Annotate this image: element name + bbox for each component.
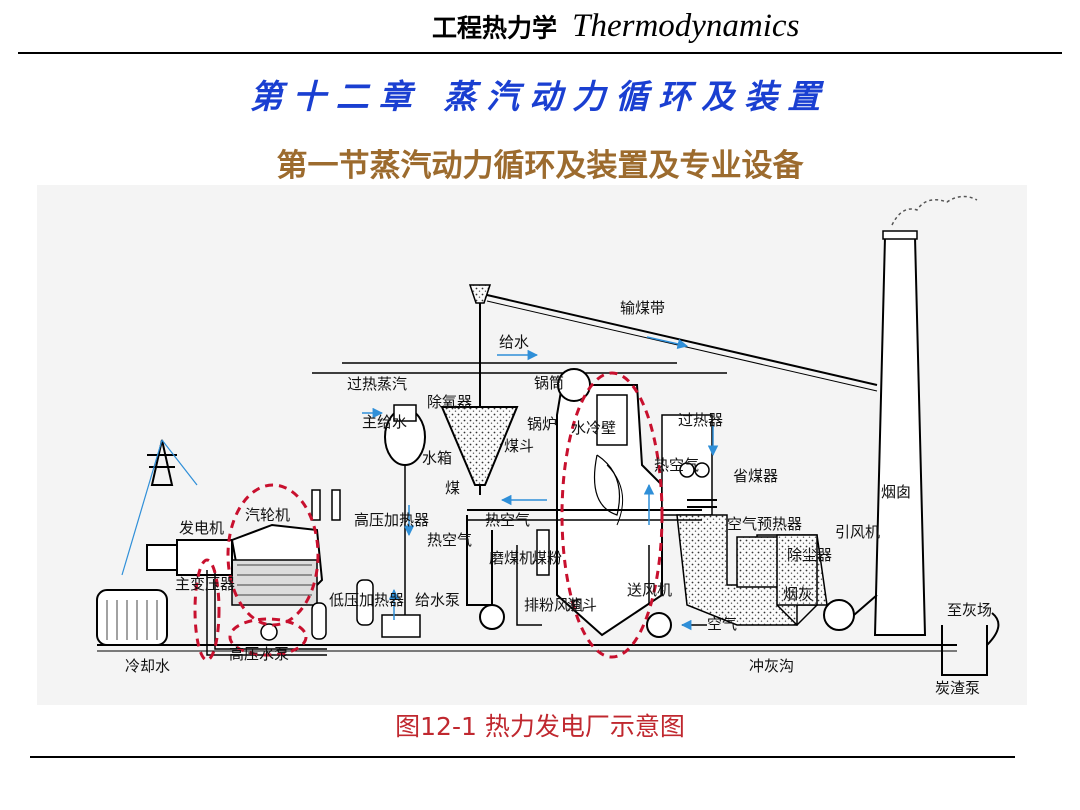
course-name-cn: 工程热力学	[432, 13, 558, 43]
label-main-transformer: 主变压器	[175, 575, 235, 593]
label-drum: 锅筒	[534, 374, 564, 392]
label-hot-air-left: 热空气	[427, 531, 472, 549]
label-air-preheater: 空气预热器	[727, 515, 802, 533]
label-superheater: 过热器	[678, 411, 723, 429]
label-feed-pump: 给水泵	[415, 591, 460, 609]
label-boiler: 锅炉	[527, 415, 557, 433]
bottom-divider	[30, 756, 1015, 758]
power-plant-diagram: 输煤带 给水 过热蒸汽 锅筒 除氧器 水箱 主给水 锅炉 煤斗 煤 水冷壁 过热…	[37, 185, 1027, 705]
label-dust-collector: 除尘器	[787, 546, 832, 564]
section-title: 第一节蒸汽动力循环及装置及专业设备	[276, 148, 804, 184]
label-hp-heater: 高压加热器	[354, 511, 429, 529]
label-coal: 煤	[445, 479, 460, 497]
label-forced-fan: 送风机	[627, 581, 672, 599]
label-generator: 发电机	[179, 519, 224, 537]
label-coal-hopper: 煤斗	[504, 437, 534, 455]
label-economizer: 省煤器	[733, 467, 778, 485]
label-hot-air: 热空气	[485, 511, 530, 529]
label-chimney: 烟囱	[881, 483, 911, 501]
label-hot-air-vertical: 热空气	[654, 456, 699, 474]
label-air: 空气	[707, 615, 737, 633]
label-turbine: 汽轮机	[245, 506, 290, 524]
label-fly-ash: 烟灰	[783, 585, 813, 603]
label-exhaust-fan: 排粉风机	[524, 596, 584, 614]
label-slag-hopper: 渣斗	[567, 596, 597, 614]
label-superheated-steam: 过热蒸汽	[347, 375, 407, 393]
course-header: 工程热力学 Thermodynamics	[432, 8, 872, 52]
label-ash-trench: 冲灰沟	[749, 657, 794, 675]
label-coal-mill: 磨煤机	[489, 549, 534, 567]
label-lp-heater: 低压加热器	[329, 591, 404, 609]
label-deaerator: 除氧器	[427, 393, 472, 411]
label-water-tank: 水箱	[422, 449, 452, 467]
label-cooling-water: 冷却水	[125, 657, 170, 675]
label-hp-pump: 高压水泵	[229, 645, 289, 663]
label-to-ash-yard: 至灰场	[947, 601, 992, 619]
label-pulverized-coal: 煤粉	[532, 549, 562, 567]
chapter-title: 第十二章 蒸汽动力循环及装置	[249, 77, 831, 116]
label-main-feed-water: 主给水	[362, 413, 407, 431]
label-coal-belt: 输煤带	[620, 299, 665, 317]
course-name-en: Thermodynamics	[572, 8, 800, 44]
label-water-wall: 水冷壁	[571, 419, 616, 437]
top-divider	[18, 52, 1062, 54]
figure-caption: 图12-1 热力发电厂示意图	[395, 712, 685, 741]
label-slag-pump: 炭渣泵	[935, 679, 980, 697]
label-induced-fan: 引风机	[835, 523, 880, 541]
label-feed-water: 给水	[499, 333, 529, 351]
